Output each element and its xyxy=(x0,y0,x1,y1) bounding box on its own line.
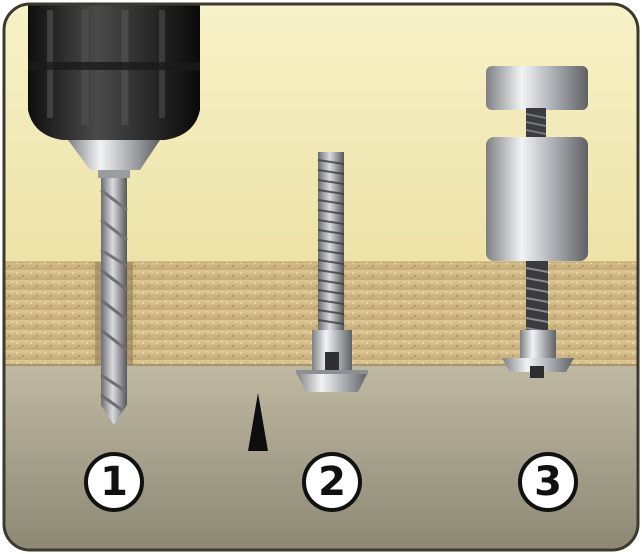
step-number-3: 3 xyxy=(518,452,578,512)
pointer-marker-icon xyxy=(248,393,268,451)
step-number-2: 2 xyxy=(302,452,362,512)
insert-nut-icon xyxy=(296,152,368,392)
step-number-1: 1 xyxy=(84,452,144,512)
standoff-icon xyxy=(486,66,588,378)
drill-bit-icon xyxy=(28,4,200,425)
